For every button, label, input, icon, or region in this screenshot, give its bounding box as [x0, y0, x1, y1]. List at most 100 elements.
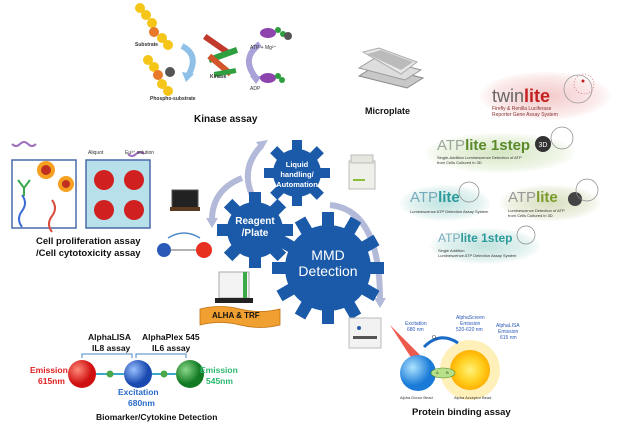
kinase-assay-panel: Substrate Phospho-substrate Kinase ATP +…	[110, 0, 300, 130]
atplite-3d-line1: Luminescence Detection of ATP	[508, 208, 565, 213]
liquid-handler-instrument-icon	[348, 154, 376, 190]
atplite-1step-top-suffix: lite 1step	[465, 137, 531, 154]
solution-label: Eu³⁺ solution	[125, 150, 155, 156]
alphaplex-label: AlphaPlex 545	[142, 332, 200, 342]
tablet-reader-icon	[170, 189, 200, 211]
excitation-nm: 680nm	[128, 398, 155, 408]
gear-mmd-line1: MMD	[311, 247, 345, 263]
atplite-circle-icon	[550, 126, 574, 150]
gear-liquid-handling	[264, 140, 330, 206]
green-bead-icon	[176, 360, 204, 388]
cell-assay-diagram	[11, 141, 151, 233]
gear-liquid-line1: Liquid	[285, 160, 309, 169]
il6-label: IL6 assay	[152, 343, 191, 353]
protein-binding-diagram	[390, 325, 500, 400]
protein-binding-title: Protein binding assay	[412, 407, 511, 418]
atplite-1step-bottom-prefix: ATP	[438, 231, 461, 245]
atplite-1step-top-prefix: ATP	[437, 137, 466, 154]
gear-liquid-line3: Automation	[276, 180, 318, 189]
3d-gear-icon	[568, 192, 582, 206]
twinlite-logo: twinlite Firefly & Renilla Luciferase Re…	[480, 72, 610, 120]
alphascreen-label: AlphaScreen	[456, 315, 485, 321]
adp-molecule-icon	[260, 73, 285, 83]
atp-label: ATP + Mg²⁺	[250, 45, 277, 51]
atplite-3d-line2: from Cells Cultured in 3D	[508, 213, 553, 218]
atplite-1step-bottom-logo: ATPlite 1step Single Addition Luminescen…	[430, 225, 540, 264]
biomarker-title: Biomarker/Cytokine Detection	[96, 412, 218, 422]
substrate-label: Substrate	[135, 42, 159, 48]
phospho-substrate-chain	[143, 55, 175, 96]
europium-complex-icons	[94, 170, 144, 220]
alphalisa-label: AlphaLISA	[88, 332, 131, 342]
atplite-1step-top-line1: Single-Addition Luminescence Detection o…	[437, 155, 522, 160]
emission-545-label: Emission	[200, 365, 238, 375]
gear-reagent-line2: /Plate	[241, 228, 269, 239]
arrow-atp	[246, 41, 262, 80]
kinase-label: Kinase	[210, 74, 227, 80]
donor-bead-label: Alpha Donor Bead	[400, 395, 433, 400]
gear-reagent-label: Reagent /Plate	[225, 216, 285, 240]
protein-excitation-nm: 680 nm	[407, 327, 424, 333]
excitation-label: Excitation	[118, 387, 159, 397]
emission-615-label: Emission	[30, 365, 68, 375]
twinlite-circle-icon	[563, 73, 595, 104]
bead-interaction-icon	[157, 232, 212, 258]
atplite-left-suffix: lite	[438, 189, 460, 206]
microplate-icon	[357, 47, 425, 89]
alphascreen-nm: 520-620 nm	[456, 327, 483, 333]
arrow-substrate	[180, 43, 196, 78]
arrow-top-left	[244, 142, 265, 197]
atplite-1step-top-line2: from Cells Cultured in 3D	[437, 160, 482, 165]
svg-text:3D: 3D	[539, 142, 548, 149]
twinlite-line1: Firefly & Renilla Luciferase	[492, 106, 552, 112]
gear-mmd-detection	[272, 212, 384, 324]
atp-molecule-icon	[260, 27, 292, 40]
atplite-left-logo: ATPlite Luminescence ATP Detection Assay…	[400, 181, 490, 221]
substrate-chain	[135, 3, 173, 50]
twinlite-line2: Reporter Gene Assay System	[492, 112, 558, 118]
twinlite-suffix: lite	[524, 86, 551, 106]
cell-assay-line1: Cell proliferation assay	[36, 236, 141, 247]
gear-reagent-line1: Reagent	[235, 216, 275, 227]
donor-bead-icon	[400, 355, 436, 391]
gear-mmd-label: MMD Detection	[288, 247, 368, 279]
alphalisa-protein-nm: 615 nm	[500, 335, 517, 341]
trf-instrument-icon	[215, 271, 253, 303]
emission-545-nm: 545nm	[206, 376, 233, 386]
microplate-title: Microplate	[365, 106, 411, 116]
gear-reagent	[217, 192, 293, 268]
red-bead-icon	[68, 360, 96, 388]
analyte-b-label: B	[446, 370, 449, 375]
atplite-circle-icon	[516, 225, 536, 245]
atplite-left-prefix: ATP	[410, 189, 439, 206]
adp-label: ADP	[250, 86, 261, 92]
biomarker-panel: AlphaLISA IL8 assay AlphaPlex 545 IL6 as…	[30, 330, 270, 430]
acceptor-bead-icon	[450, 350, 490, 390]
kinase-assay-title: Kinase assay	[194, 114, 258, 125]
alphalisa-protein-label: AlphaLISA	[496, 323, 520, 329]
gear-liquid-line2: handling/	[280, 170, 314, 179]
banner-label: ALHA & TRF	[212, 311, 260, 320]
alphalisa-emission-label: Emission	[498, 329, 519, 335]
gear-mmd-line2: Detection	[298, 263, 358, 279]
aliquot-label: Aliquot	[88, 150, 104, 156]
kinase-diagram	[135, 3, 292, 96]
atplite-1step-top-logo: ATPlite 1step 3D Single-Addition Lumines…	[425, 126, 575, 173]
atplite-1step-bottom-suffix: lite 1step	[460, 231, 513, 245]
o2-label: O₂	[432, 335, 438, 341]
analyte-a-label: A	[436, 370, 439, 375]
blue-bead-icon	[124, 360, 152, 388]
acceptor-bead-label: Alpha Acceptor Bead	[454, 395, 492, 400]
alha-trf-banner: ALHA & TRF	[199, 306, 281, 328]
3d-gear-icon: 3D	[535, 136, 551, 152]
microplate-panel: Microplate	[345, 47, 445, 128]
cell-assay-panel: Aliquot Eu³⁺ solution	[0, 140, 170, 250]
bead-chain-diagram	[68, 353, 204, 388]
atplite-1step-bottom-line2: Luminescence ATP Detection Assay System	[438, 253, 517, 258]
protein-excitation-label: Excitation	[405, 321, 427, 327]
twinlite-prefix: twin	[492, 86, 525, 106]
atplite-1step-bottom-line1: Single Addition	[438, 248, 465, 253]
alphascreen-emission-label: Emission	[460, 321, 481, 327]
plate-reader-instrument-icon	[348, 317, 382, 349]
il8-label: IL8 assay	[92, 343, 131, 353]
